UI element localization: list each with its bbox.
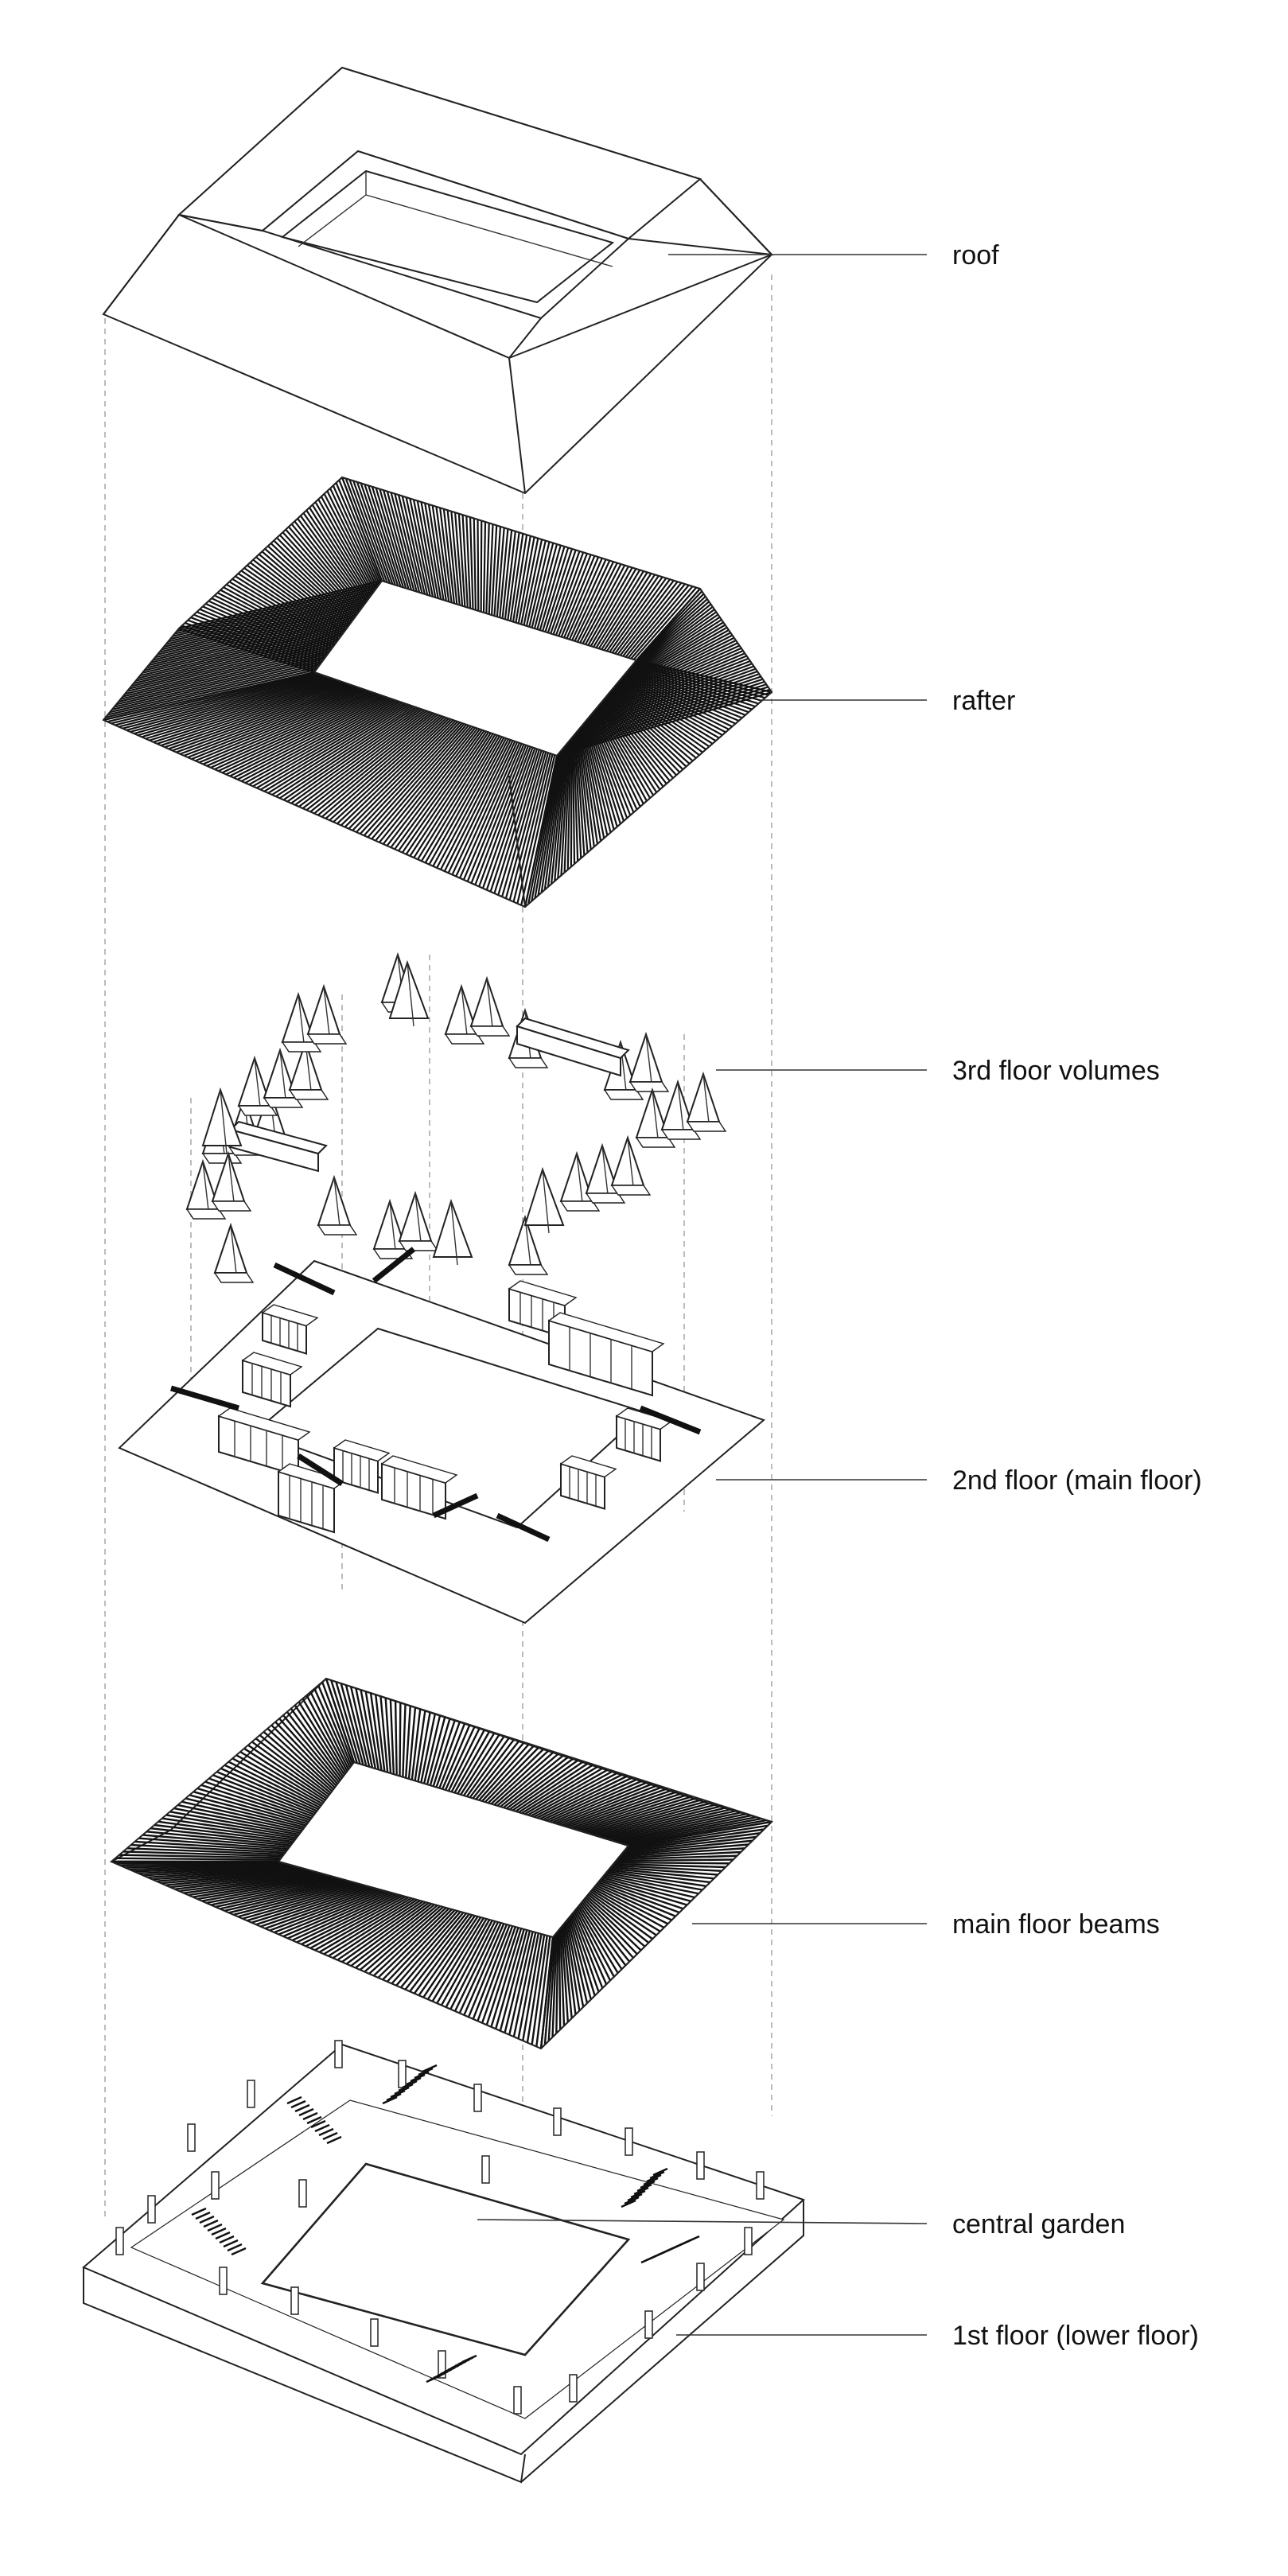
leader-central-garden bbox=[477, 2219, 928, 2224]
main-floor-beams-layer bbox=[109, 1677, 773, 2050]
second-floor-layer bbox=[118, 1247, 765, 1625]
label-central-garden: central garden bbox=[952, 2209, 1125, 2239]
labels: roof rafter 3rd floor volumes 2nd floor … bbox=[477, 240, 1202, 2351]
label-3rd-floor-volumes: 3rd floor volumes bbox=[952, 1056, 1160, 1086]
first-floor-layer bbox=[82, 2040, 805, 2484]
third-floor-volumes-layer bbox=[185, 951, 727, 1283]
label-2nd-floor: 2nd floor (main floor) bbox=[952, 1465, 1202, 1496]
label-1st-floor: 1st floor (lower floor) bbox=[952, 2321, 1199, 2351]
roof-layer bbox=[102, 66, 774, 495]
label-roof: roof bbox=[952, 240, 999, 270]
rafter-layer bbox=[102, 476, 773, 909]
label-main-floor-beams: main floor beams bbox=[952, 1909, 1160, 1940]
label-rafter: rafter bbox=[952, 686, 1015, 716]
